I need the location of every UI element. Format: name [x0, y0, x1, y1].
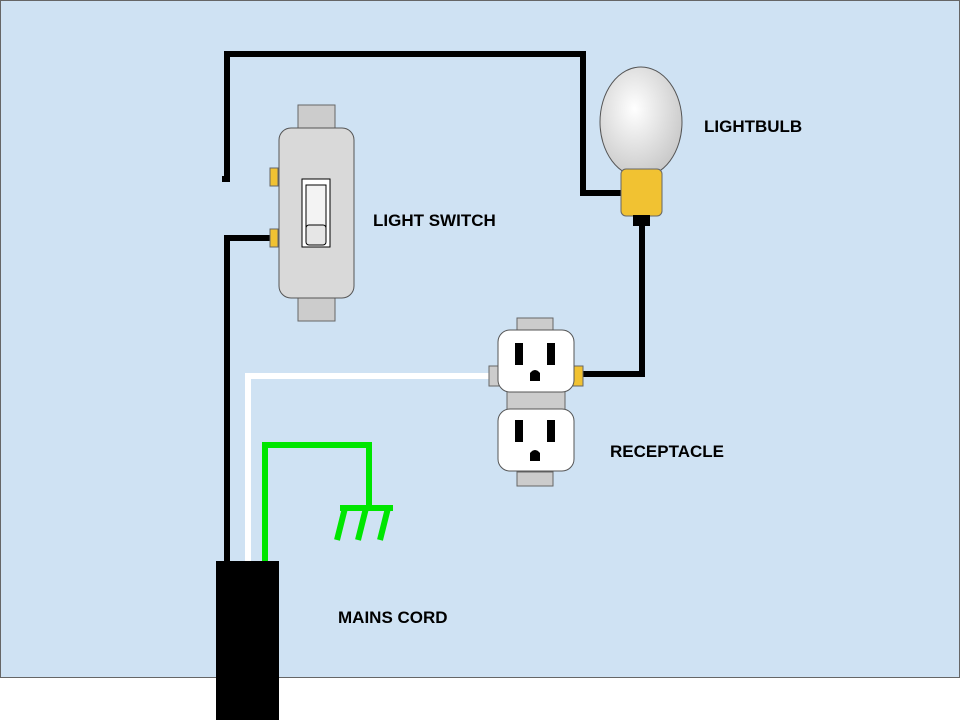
- bulb-to-receptacle-wire: [580, 224, 645, 377]
- bulb-glass: [599, 66, 683, 178]
- outlet-lower-slot-left: [515, 420, 523, 442]
- lightbulb: [599, 66, 683, 226]
- light-switch-label: LIGHT SWITCH: [373, 211, 496, 230]
- switch-top-tab: [297, 104, 336, 130]
- outlet-lower-slot-right: [547, 420, 555, 442]
- outlet-lower-ground-hole: [530, 450, 540, 461]
- switched-hot-wire: [222, 51, 622, 196]
- outlet-upper-ground-hole: [530, 370, 540, 381]
- bulb-contact: [633, 215, 650, 226]
- mains-cord-label: MAINS CORD: [338, 608, 448, 627]
- outlet-upper: [497, 329, 575, 393]
- switch-top-terminal: [269, 167, 279, 187]
- mains-cord: [216, 561, 279, 720]
- switch-bottom-tab: [297, 295, 336, 322]
- neutral-wire: [245, 373, 490, 565]
- outlet-upper-slot-right: [547, 343, 555, 365]
- switch-bottom-terminal: [269, 228, 279, 248]
- bulb-base: [620, 168, 663, 217]
- receptacle-bottom-tab: [516, 471, 554, 487]
- outlet-upper-slot-left: [515, 343, 523, 365]
- diagram-background: [0, 0, 960, 678]
- switch-toggle: [305, 184, 327, 228]
- outlet-upper-face: [497, 329, 575, 393]
- receptacle-label: RECEPTACLE: [610, 442, 724, 461]
- outlet-lower-face: [497, 408, 575, 472]
- receptacle: [488, 317, 584, 487]
- lightbulb-label: LIGHTBULB: [704, 117, 802, 136]
- ground-symbol-icon: [334, 505, 393, 541]
- outlet-lower: [497, 408, 575, 472]
- ground-wire: [262, 442, 372, 565]
- light-switch: [269, 104, 355, 322]
- switch-toggle-lower: [305, 224, 327, 246]
- hot-wire: [224, 235, 272, 565]
